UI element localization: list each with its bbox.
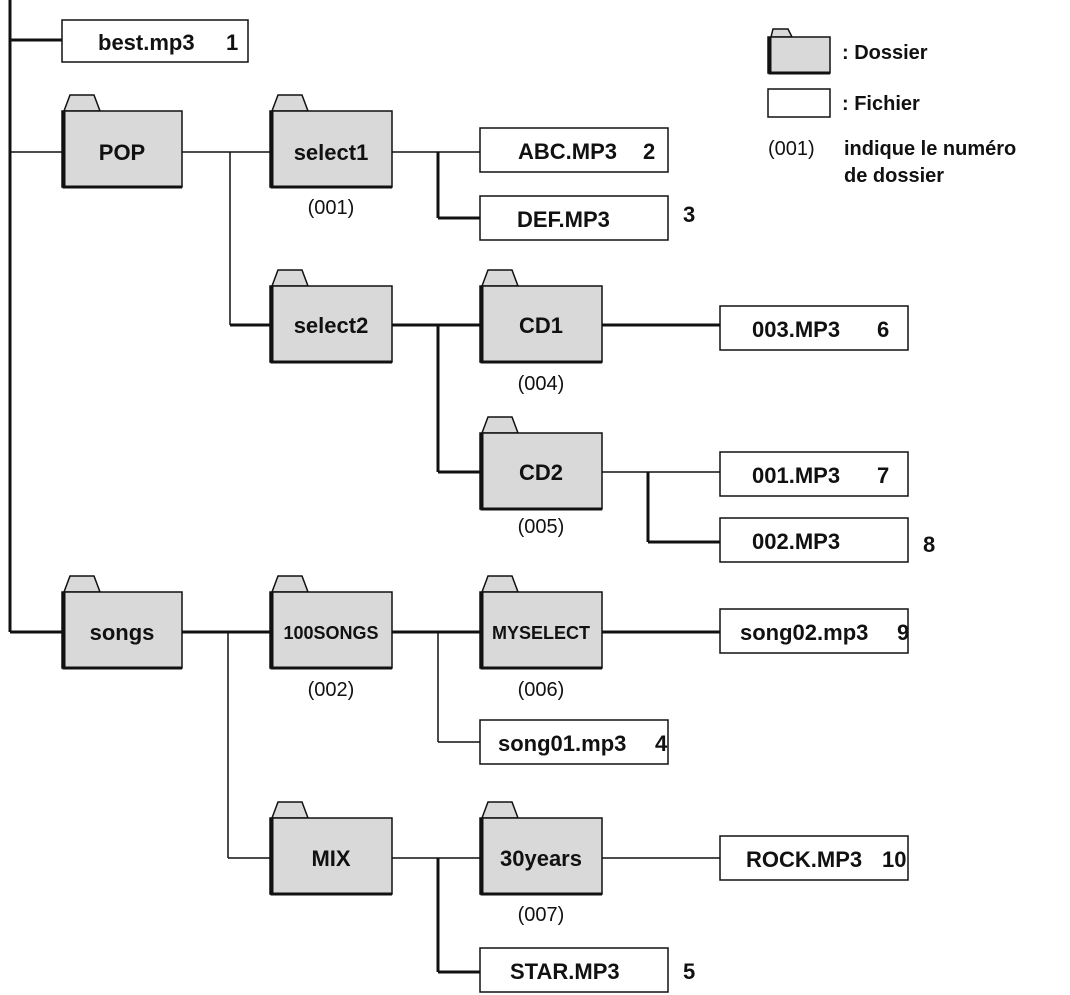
folder-number-select1: (001) [308,197,355,219]
file-order: 6 [877,317,889,342]
file-002-mp3: 002.MP3 8 [719,517,935,563]
file-name: 003.MP3 [752,317,840,342]
legend-folder-label: : Dossier [842,42,928,64]
file-name: 001.MP3 [752,463,840,488]
file-order: 2 [643,139,655,164]
folder-name: select2 [294,313,369,338]
folder-number-cd1: (004) [518,373,565,395]
file-003-mp3: 003.MP3 6 [719,305,909,351]
file-order: 3 [683,202,695,227]
file-name: best.mp3 [98,30,195,55]
folder-select1: select1 [269,94,393,189]
legend-folder-icon [767,28,831,75]
legend: : Dossier : Fichier (001) indique le num… [767,28,1016,187]
file-name: DEF.MP3 [517,207,610,232]
folder-name: MIX [311,846,350,871]
file-name: 002.MP3 [752,529,840,554]
folder-select2: select2 [269,269,393,364]
folder-100songs: 100SONGS [269,575,393,670]
file-best-mp3: best.mp3 1 [61,19,249,63]
file-name: STAR.MP3 [510,959,620,984]
folder-number-cd2: (005) [518,516,565,538]
folder-myselect: MYSELECT [479,575,603,670]
folder-number-myselect: (006) [518,679,565,701]
legend-number-text-line1: indique le numéro [844,138,1016,160]
legend-number-example: (001) [768,138,815,160]
legend-file-icon [767,88,831,118]
folder-name: MYSELECT [492,623,590,643]
folder-pop: POP [61,94,183,189]
file-order: 8 [923,532,935,557]
legend-number-text-line2: de dossier [844,165,944,187]
file-order: 7 [877,463,889,488]
file-order: 1 [226,30,238,55]
legend-file-label: : Fichier [842,93,920,115]
folder-name: 30years [500,846,582,871]
file-name: song02.mp3 [740,620,868,645]
file-order: 4 [655,731,668,756]
folder-name: POP [99,140,145,165]
file-001-mp3: 001.MP3 7 [719,451,909,497]
folder-name: CD2 [519,460,563,485]
file-order: 10 [882,847,906,872]
file-name: song01.mp3 [498,731,626,756]
file-song02-mp3: song02.mp3 9 [719,608,909,654]
file-song01-mp3: song01.mp3 4 [479,719,669,765]
file-star-mp3: STAR.MP3 5 [479,947,695,993]
folder-name: songs [90,620,155,645]
folder-songs: songs [61,575,183,670]
folder-cd2: CD2 [479,416,603,511]
folder-mix: MIX [269,801,393,896]
file-abc-mp3: ABC.MP3 2 [479,127,669,173]
tree-connectors [8,0,720,974]
file-rock-mp3: ROCK.MP3 10 [719,835,909,881]
file-order: 9 [897,620,909,645]
folder-name: 100SONGS [283,623,378,643]
folder-cd1: CD1 [479,269,603,364]
folder-number-100songs: (002) [308,679,355,701]
file-name: ABC.MP3 [518,139,617,164]
file-order: 5 [683,959,695,984]
folder-name: select1 [294,140,369,165]
folder-number-30years: (007) [518,904,565,926]
folder-30years: 30years [479,801,603,896]
file-name: ROCK.MP3 [746,847,862,872]
folder-name: CD1 [519,313,563,338]
file-def-mp3: DEF.MP3 3 [479,195,695,241]
